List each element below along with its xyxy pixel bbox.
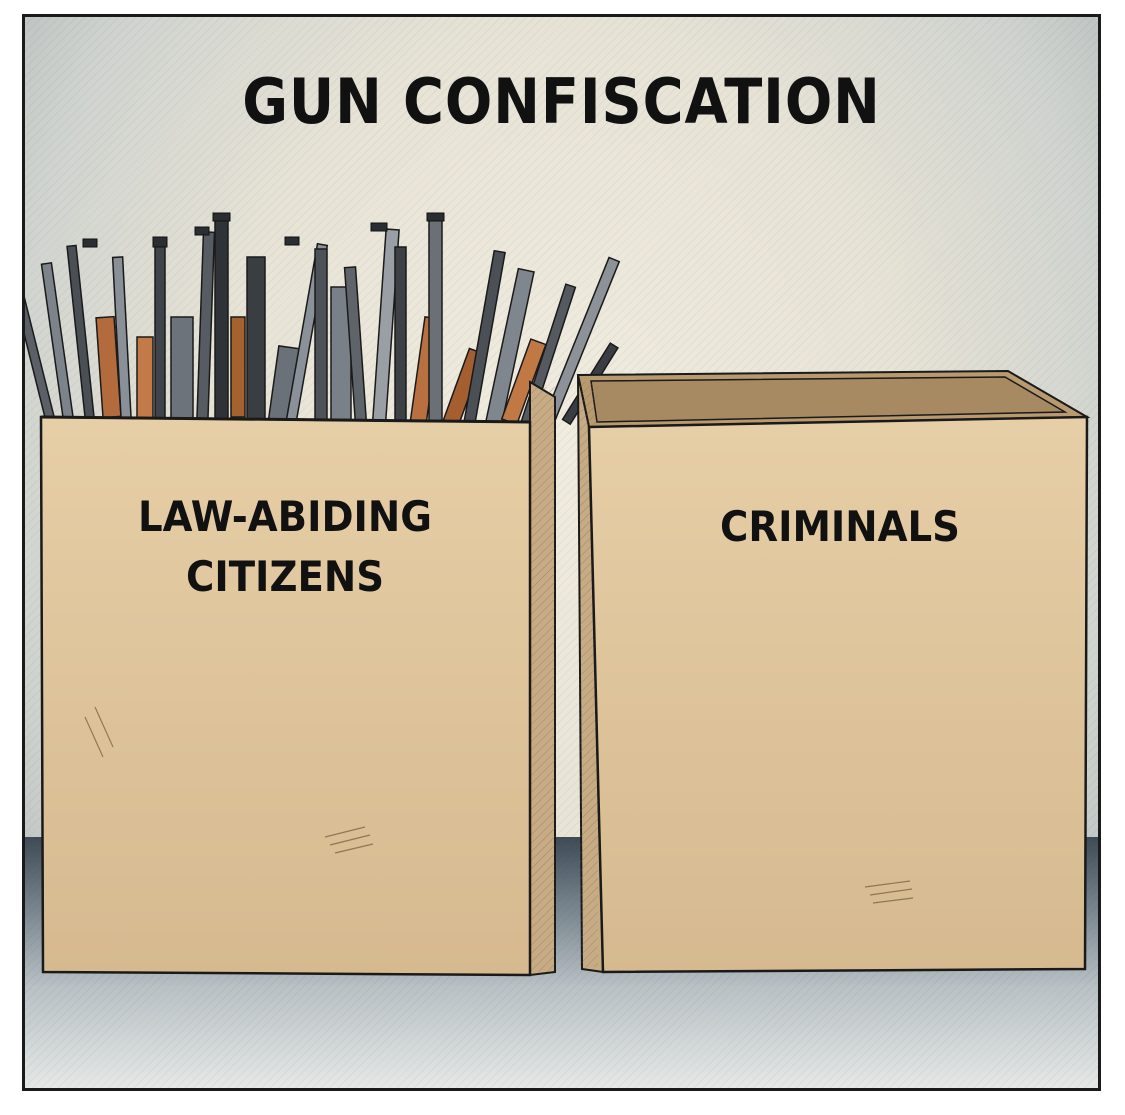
left-box (39, 380, 556, 977)
right-box (576, 369, 1091, 974)
left-box-side-hatch (530, 387, 555, 972)
cartoon-panel: GUN CONFISCATION (22, 14, 1101, 1091)
left-box-label-line1: LAW-ABIDING (138, 492, 432, 541)
left-box-label: LAW-ABIDING CITIZENS (119, 487, 450, 607)
cartoon-title: GUN CONFISCATION (242, 65, 881, 138)
left-box-label-line2: CITIZENS (185, 552, 385, 601)
right-box-label: CRIMINALS (719, 502, 961, 551)
left-box-rim (40, 415, 531, 424)
guns-pile (25, 212, 621, 432)
gun-tips (82, 212, 445, 248)
gun-shafts (25, 216, 621, 432)
boxes-illustration (25, 212, 1091, 977)
texture-marks (84, 706, 914, 904)
right-box-front (587, 415, 1089, 974)
